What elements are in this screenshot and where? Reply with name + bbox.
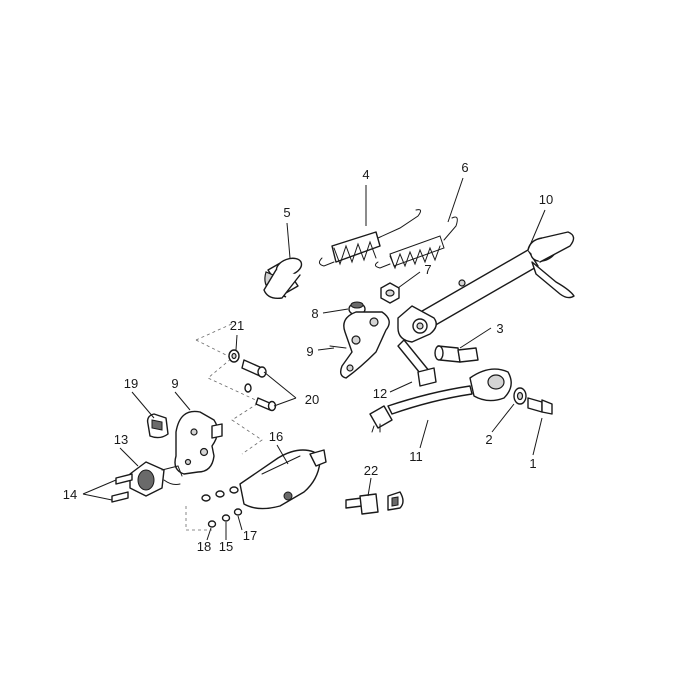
part-3-pivot-bolt: [434, 345, 479, 363]
callout-6: 6: [461, 160, 468, 175]
part-4-spring: [318, 209, 422, 267]
callout-19: 19: [124, 376, 138, 391]
part-7-nut: [380, 282, 400, 304]
part-10-side-stand: [397, 231, 575, 343]
callout-labels: 1 2 3 4 5 6 7 8 9 9 10 11 12 13 14 15 16…: [63, 160, 553, 554]
part-20-screws: [241, 359, 277, 412]
callout-17: 17: [243, 528, 257, 543]
callout-4: 4: [362, 167, 369, 182]
callout-3: 3: [496, 321, 503, 336]
callout-22: 22: [364, 463, 378, 478]
part-9-plate-right: [329, 311, 390, 379]
part-11-switch-cable: [369, 368, 512, 433]
callout-15: 15: [219, 539, 233, 554]
part-6-spring: [374, 216, 458, 270]
callout-13: 13: [114, 432, 128, 447]
callout-2: 2: [485, 432, 492, 447]
callout-21: 21: [230, 318, 244, 333]
callout-9-left: 9: [171, 376, 178, 391]
part-12-bolt: [397, 339, 437, 387]
callout-12: 12: [373, 386, 387, 401]
part-16-cover: [239, 449, 327, 510]
callout-1: 1: [529, 456, 536, 471]
part-13-sensor: [129, 461, 183, 497]
part-1-bolt: [527, 397, 553, 415]
callout-14: 14: [63, 487, 77, 502]
callout-11: 11: [409, 449, 423, 464]
callout-5: 5: [283, 205, 290, 220]
leader-lines: [82, 177, 546, 541]
part-14-screws: [111, 473, 133, 503]
callout-18: 18: [197, 539, 211, 554]
part-22-rivet: [345, 491, 404, 515]
callout-16: 16: [269, 429, 283, 444]
parts-15-17-18-nuts: [201, 486, 243, 528]
callout-7: 7: [424, 262, 431, 277]
callout-8: 8: [311, 306, 318, 321]
callout-20: 20: [305, 392, 319, 407]
part-5-sleeve: [263, 257, 303, 300]
callout-10: 10: [539, 192, 553, 207]
callout-9-right: 9: [306, 344, 313, 359]
part-21-washer: [228, 349, 240, 363]
part-9-bracket-left: [174, 410, 223, 475]
part-2-washer: [513, 387, 527, 405]
part-19-clip: [146, 413, 169, 439]
